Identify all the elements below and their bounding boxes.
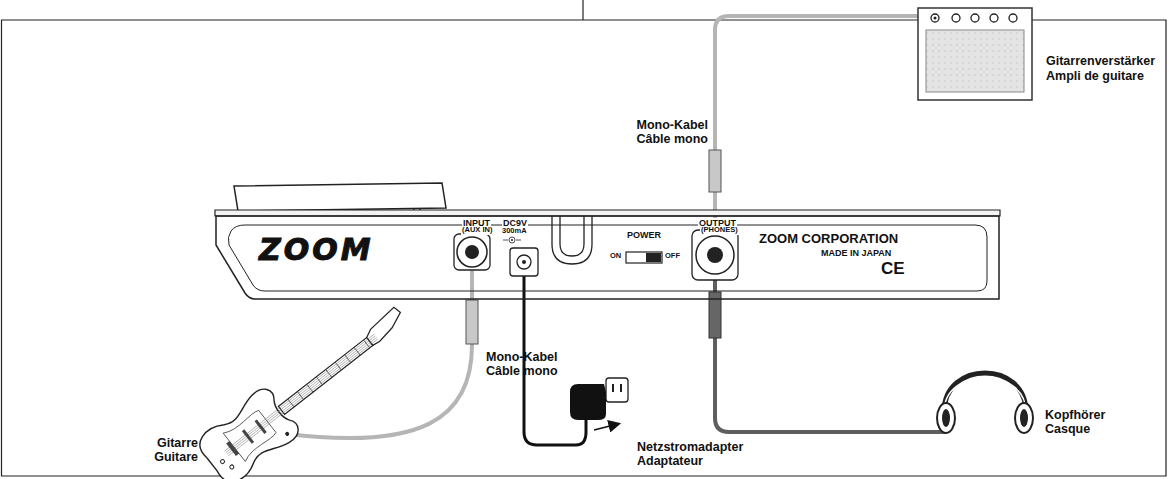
switch-position: OFF (664, 252, 681, 261)
brand-logo: ZOOM (258, 234, 375, 265)
headphones (937, 373, 1033, 433)
device-name: Gitarre (157, 436, 198, 450)
device-name: Kopfhörer (1045, 408, 1105, 422)
pedal-panel: ZOOMINPUT(AUX IN)DC9V300mAPOWERONOFFOUTP… (215, 215, 1005, 301)
cable-name: Mono-Kabel (636, 118, 708, 132)
switch-name: POWER (626, 230, 662, 240)
origin-note: MADE IN JAPAN (820, 248, 892, 258)
guitar-amp (918, 8, 1032, 100)
guitar-cable (287, 268, 472, 438)
panel-parts (454, 216, 738, 280)
cable-name: Câble mono (486, 364, 558, 378)
maker-name: ZOOM CORPORATION (758, 232, 899, 246)
device-name: Casque (1045, 422, 1090, 436)
headphone-cable (715, 270, 946, 432)
jack-name: (AUX IN) (461, 226, 493, 235)
cable-name: Mono-Kabel (486, 350, 558, 364)
amp-cable (715, 16, 930, 240)
frame (2, 20, 1167, 476)
device-name: Guitare (154, 450, 198, 464)
foot-pedal (234, 183, 446, 211)
plug (709, 150, 721, 192)
plug (466, 300, 478, 344)
ac-adapter (570, 378, 628, 430)
cable-name: Câble mono (636, 132, 708, 146)
jack-name: (PHONES) (700, 226, 739, 235)
device-name: Netzstromadapter (637, 440, 743, 454)
ce-mark: CE (880, 260, 906, 278)
pedal-top (215, 210, 1000, 216)
power-rating: 300mA (501, 227, 528, 236)
device-name: Gitarrenverstärker (1046, 54, 1155, 68)
frame-divider (582, 0, 583, 20)
device-name: Ampli de guitare (1046, 69, 1144, 83)
device-name: Adaptateur (637, 454, 703, 468)
guitar (193, 292, 421, 479)
switch-position: ON (609, 252, 622, 261)
